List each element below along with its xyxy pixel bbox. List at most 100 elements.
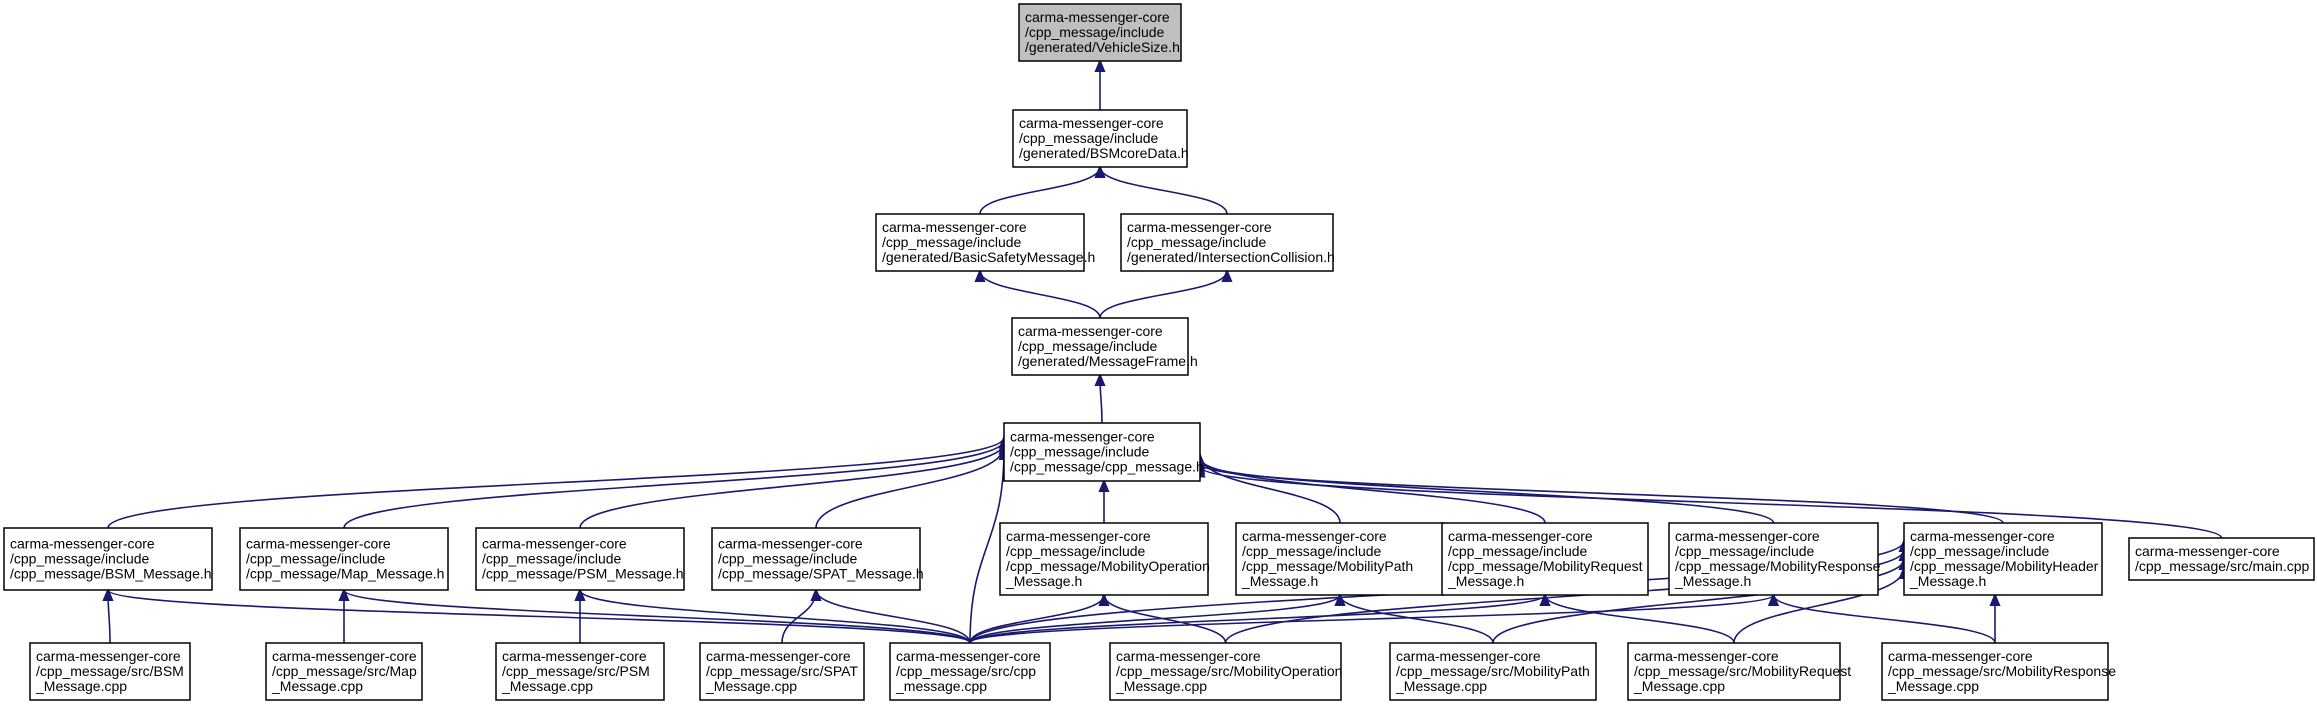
file-node-spat_h[interactable]: carma-messenger-core/cpp_message/include… — [711, 527, 924, 591]
file-node-box — [711, 527, 921, 591]
dependency-edge — [344, 590, 971, 644]
file-node-mobresp_cpp[interactable]: carma-messenger-core/cpp_message/src/Mob… — [1881, 642, 2116, 701]
dependency-edge — [107, 438, 1004, 529]
file-node-label-line: carma-messenger-core — [1888, 648, 2033, 664]
file-node-label-line: /cpp_message/PSM_Message.h — [482, 566, 684, 582]
file-node-label-line: carma-messenger-core — [502, 648, 647, 664]
file-node-box — [1668, 522, 1879, 596]
file-node-label-line: carma-messenger-core — [896, 648, 1041, 664]
file-node-mobresp_h[interactable]: carma-messenger-core/cpp_message/include… — [1668, 522, 1881, 596]
file-node-label-line: carma-messenger-core — [246, 536, 391, 552]
dependency-edge — [969, 595, 1545, 644]
file-node-label-line: _Message.h — [1909, 573, 1986, 589]
dependency-edge — [1733, 568, 1904, 644]
dependency-edge — [1200, 458, 1546, 524]
dependency-edge — [969, 595, 1774, 644]
file-node-psm_h[interactable]: carma-messenger-core/cpp_message/include… — [475, 527, 685, 591]
file-node-label-line: /cpp_message/MobilityOperation — [1006, 558, 1210, 574]
file-node-box — [1903, 522, 2103, 596]
file-node-label-line: carma-messenger-core — [1127, 219, 1272, 235]
file-node-label-line: carma-messenger-core — [1010, 429, 1155, 445]
dependency-edge — [1492, 559, 1904, 644]
file-node-mobpath_cpp[interactable]: carma-messenger-core/cpp_message/src/Mob… — [1389, 642, 1597, 701]
file-node-box — [3, 527, 213, 591]
file-node-intersection[interactable]: carma-messenger-core/cpp_message/include… — [1120, 213, 1335, 272]
file-node-label-line: carma-messenger-core — [1910, 528, 2055, 544]
file-node-label-line: /cpp_message/MobilityPath — [1242, 558, 1413, 574]
dependency-edge — [580, 590, 971, 644]
file-node-mobreq_cpp[interactable]: carma-messenger-core/cpp_message/src/Mob… — [1627, 642, 1851, 701]
dependency-edge — [980, 271, 1101, 319]
file-node-box — [239, 527, 449, 591]
file-node-box — [1627, 642, 1841, 701]
file-node-box — [999, 522, 1209, 596]
file-node-basicsafety[interactable]: carma-messenger-core/cpp_message/include… — [875, 213, 1095, 272]
file-node-cpp_cpp[interactable]: carma-messenger-core/cpp_message/src/cpp… — [889, 642, 1051, 701]
file-node-messageframe[interactable]: carma-messenger-core/cpp_message/include… — [1011, 317, 1198, 376]
file-node-label-line: /cpp_message/include — [10, 551, 150, 567]
file-node-box — [1109, 642, 1342, 701]
file-node-label-line: carma-messenger-core — [272, 648, 417, 664]
file-node-label-line: /cpp_message/src/main.cpp — [2135, 558, 2310, 574]
file-node-box — [875, 213, 1085, 272]
file-node-label-line: /cpp_message/include — [482, 551, 622, 567]
file-node-label-line: /cpp_message/include — [246, 551, 386, 567]
file-node-box — [495, 642, 665, 701]
file-node-label-line: /cpp_message/include — [1018, 338, 1158, 354]
file-node-label-line: carma-messenger-core — [882, 219, 1027, 235]
dependency-edge — [108, 590, 971, 644]
file-node-label-line: carma-messenger-core — [1634, 648, 1779, 664]
file-node-bsmcoredata[interactable]: carma-messenger-core/cpp_message/include… — [1012, 109, 1189, 168]
file-node-label-line: carma-messenger-core — [1116, 648, 1261, 664]
file-node-mobop_h[interactable]: carma-messenger-core/cpp_message/include… — [999, 522, 1210, 596]
file-node-bsm_h[interactable]: carma-messenger-core/cpp_message/include… — [3, 527, 213, 591]
dependency-edge — [579, 443, 1004, 529]
file-node-label-line: /cpp_message/include — [1242, 543, 1382, 559]
file-node-label-line: _Message.cpp — [1115, 678, 1207, 694]
file-node-psm_cpp[interactable]: carma-messenger-core/cpp_message/src/PSM… — [495, 642, 665, 701]
file-node-label-line: carma-messenger-core — [482, 536, 627, 552]
file-node-label-line: _Message.cpp — [501, 678, 593, 694]
file-node-box — [29, 642, 191, 701]
file-node-label-line: /generated/BSMcoreData.h — [1019, 145, 1189, 161]
dependency-edge — [979, 167, 1100, 215]
file-node-label-line: /cpp_message/src/PSM — [502, 663, 650, 679]
file-node-mobreq_h[interactable]: carma-messenger-core/cpp_message/include… — [1441, 522, 1649, 596]
file-node-label-line: /cpp_message/include — [1025, 24, 1165, 40]
nodes-layer: carma-messenger-core/cpp_message/include… — [3, 3, 2315, 701]
file-node-cppmessage_h[interactable]: carma-messenger-core/cpp_message/include… — [1003, 422, 1204, 482]
file-node-mobhdr_h[interactable]: carma-messenger-core/cpp_message/include… — [1903, 522, 2103, 596]
file-node-label-line: carma-messenger-core — [1025, 9, 1170, 25]
file-node-label-line: _message.cpp — [895, 678, 987, 694]
file-node-label-line: /cpp_message/BSM_Message.h — [10, 566, 212, 582]
dependency-edge — [969, 449, 1004, 644]
file-node-label-line: carma-messenger-core — [706, 648, 851, 664]
file-node-label-line: /cpp_message/src/MobilityResponse — [1888, 663, 2116, 679]
dependency-edge — [1340, 595, 1494, 644]
file-node-bsm_cpp[interactable]: carma-messenger-core/cpp_message/src/BSM… — [29, 642, 191, 701]
file-node-label-line: /generated/IntersectionCollision.h — [1127, 249, 1335, 265]
file-node-box — [889, 642, 1051, 701]
file-node-vehiclesize[interactable]: carma-messenger-core/cpp_message/include… — [1018, 3, 1182, 62]
dependency-edge — [1200, 464, 2004, 524]
file-node-box — [1120, 213, 1334, 272]
file-node-label-line: /cpp_message/src/cpp — [896, 663, 1036, 679]
dependency-edge — [969, 595, 1340, 644]
file-node-box — [1441, 522, 1649, 596]
dependency-edge — [1099, 271, 1227, 319]
file-node-label-line: _Message.cpp — [271, 678, 363, 694]
file-node-label-line: _Message.cpp — [35, 678, 127, 694]
file-node-spat_cpp[interactable]: carma-messenger-core/cpp_message/src/SPA… — [699, 642, 865, 701]
file-node-label-line: /cpp_message/src/SPAT — [706, 663, 858, 679]
file-node-map_cpp[interactable]: carma-messenger-core/cpp_message/src/Map… — [265, 642, 423, 701]
file-node-mobpath_h[interactable]: carma-messenger-core/cpp_message/include… — [1235, 522, 1445, 596]
file-node-box — [1012, 109, 1188, 168]
file-node-mobop_cpp[interactable]: carma-messenger-core/cpp_message/src/Mob… — [1109, 642, 1342, 701]
dependency-edge — [1545, 595, 1735, 644]
file-node-label-line: /cpp_message/include — [1010, 444, 1150, 460]
file-node-map_h[interactable]: carma-messenger-core/cpp_message/include… — [239, 527, 449, 591]
file-node-main_cpp[interactable]: carma-messenger-core/cpp_message/src/mai… — [2128, 537, 2315, 581]
file-node-label-line: /generated/MessageFrame.h — [1018, 353, 1198, 369]
dependency-edge — [1100, 375, 1102, 424]
